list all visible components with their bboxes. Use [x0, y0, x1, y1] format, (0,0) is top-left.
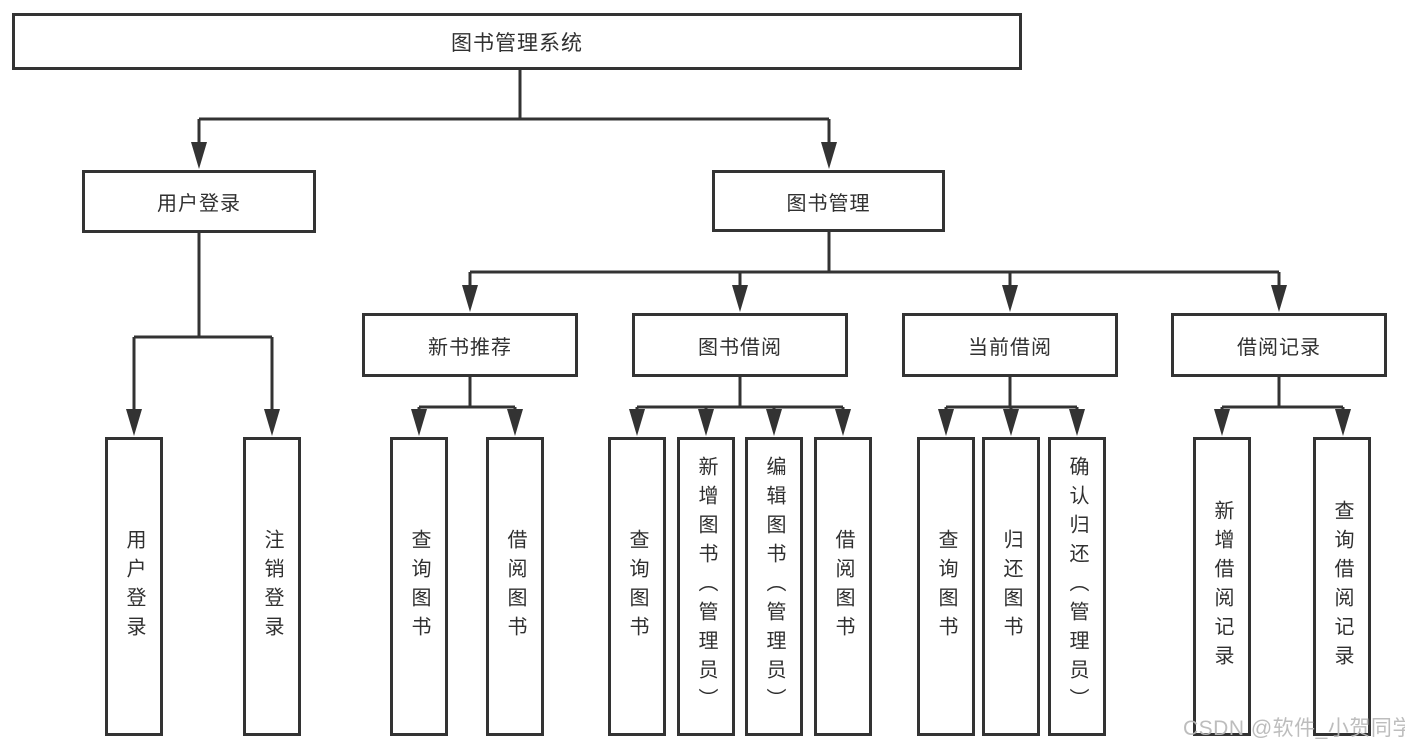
node-book-borrow: 图书借阅	[632, 313, 848, 377]
node-logout-leaf: 注销登录	[243, 437, 301, 736]
node-user-login: 用户登录	[82, 170, 316, 233]
node-return-book: 归还图书	[982, 437, 1040, 736]
node-add-borrow-record: 新增借阅记录	[1193, 437, 1251, 736]
node-user-login-leaf: 用户登录	[105, 437, 163, 736]
node-book-management: 图书管理	[712, 170, 945, 232]
node-add-book-admin: 新增图书（管理员）	[677, 437, 735, 736]
node-confirm-return-admin: 确认归还（管理员）	[1048, 437, 1106, 736]
node-query-books-borrow: 查询图书	[608, 437, 666, 736]
node-query-borrow-record: 查询借阅记录	[1313, 437, 1371, 736]
node-borrow-books-recommend: 借阅图书	[486, 437, 544, 736]
node-edit-book-admin: 编辑图书（管理员）	[745, 437, 803, 736]
node-current-borrow: 当前借阅	[902, 313, 1118, 377]
node-root: 图书管理系统	[12, 13, 1022, 70]
watermark: CSDN @软件_小贺同学	[1183, 717, 1405, 740]
node-new-book-recommend: 新书推荐	[362, 313, 578, 377]
node-query-books-recommend: 查询图书	[390, 437, 448, 736]
node-query-books-current: 查询图书	[917, 437, 975, 736]
node-borrow-books-leaf: 借阅图书	[814, 437, 872, 736]
node-borrow-records: 借阅记录	[1171, 313, 1387, 377]
